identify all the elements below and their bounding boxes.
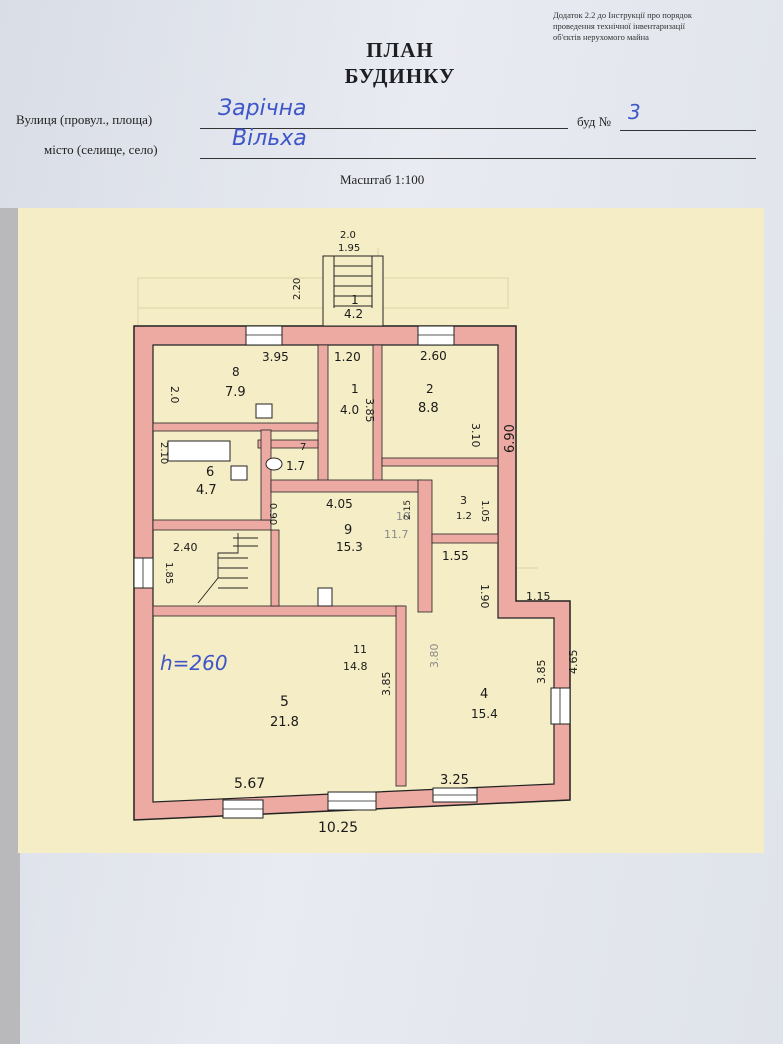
dimension-label: 2.60 bbox=[420, 349, 447, 363]
room-area: 1.2 bbox=[456, 511, 472, 522]
dimension-label: 2.0 bbox=[340, 230, 356, 241]
attachment-note: Додаток 2.2 до Інструкції про порядок пр… bbox=[553, 10, 763, 43]
floor-plan-sheet: 1 4.2 8 7.9 1 4.0 2 8.8 6 4.7 7 1.7 3 1.… bbox=[18, 208, 764, 853]
dimension-label: 2.0 bbox=[168, 386, 181, 404]
room-area: 7.9 bbox=[225, 385, 246, 400]
dimension-label: 1.95 bbox=[338, 243, 360, 254]
street-underline bbox=[200, 128, 568, 129]
room-area: 1.7 bbox=[286, 459, 305, 473]
room-area: 21.8 bbox=[270, 715, 299, 730]
room-number: 4 bbox=[480, 687, 488, 702]
walls bbox=[133, 325, 571, 821]
room-area: 15.4 bbox=[471, 707, 498, 721]
page-title-line1: ПЛАН bbox=[366, 38, 434, 62]
room-number: 9 bbox=[344, 523, 352, 538]
dimension-label: 6.90 bbox=[503, 424, 518, 453]
room-area: 8.8 bbox=[418, 401, 439, 416]
room-number: 6 bbox=[206, 465, 214, 480]
room-area: 4.0 bbox=[340, 403, 359, 417]
dimension-label: 3.95 bbox=[262, 350, 289, 364]
scale-label: Масштаб 1:100 bbox=[340, 172, 425, 187]
dimension-label: 2.10 bbox=[158, 442, 169, 464]
room-number: 7 bbox=[300, 442, 306, 453]
city-label: місто (селище, село) bbox=[44, 142, 158, 157]
dimension-label: 2.40 bbox=[173, 541, 198, 554]
room-area: 4.2 bbox=[344, 307, 363, 321]
dimension-label: 10.25 bbox=[318, 820, 358, 836]
dimension-labels: 2.0 1.95 2.20 3.95 1.20 2.60 2.0 3.85 3.… bbox=[158, 230, 580, 836]
dimension-label: 5.67 bbox=[234, 776, 265, 792]
room-area: 11.7 bbox=[384, 528, 409, 541]
dimension-label: 3.85 bbox=[363, 398, 376, 423]
city-value: Вільха bbox=[232, 126, 307, 151]
house-value: 3 bbox=[628, 100, 641, 124]
room-labels: 1 4.2 8 7.9 1 4.0 2 8.8 6 4.7 7 1.7 3 1.… bbox=[196, 293, 498, 730]
dimension-label: 3.85 bbox=[380, 672, 393, 697]
room-number: 3 bbox=[460, 494, 467, 507]
page-title-line2: БУДИНКУ bbox=[344, 64, 456, 88]
window-glazing-lines bbox=[142, 334, 561, 810]
page-fold-shadow bbox=[0, 208, 20, 1044]
dimension-label: 4.65 bbox=[567, 650, 580, 675]
internal-stairs bbox=[197, 533, 258, 604]
room-number: 10 bbox=[396, 510, 410, 523]
room-number: 5 bbox=[280, 694, 289, 710]
dimension-label: 3.10 bbox=[469, 423, 482, 448]
dimension-label: 3.85 bbox=[535, 660, 548, 685]
room-area: 15.3 bbox=[336, 540, 363, 554]
dimension-label: 1.90 bbox=[478, 584, 491, 609]
dimension-label: 3.25 bbox=[440, 773, 469, 788]
dimension-label: 3.80 bbox=[428, 644, 441, 669]
attachment-note-line: Додаток 2.2 до Інструкції про порядок bbox=[553, 10, 692, 20]
dimension-label: 1.15 bbox=[526, 590, 551, 603]
dimension-label: 1.05 bbox=[479, 500, 490, 522]
street-value: Зарічна bbox=[218, 96, 307, 121]
ceiling-height-note: h=260 bbox=[160, 651, 228, 675]
room-area: 4.7 bbox=[196, 483, 217, 498]
dimension-label: 4.05 bbox=[326, 497, 353, 511]
room-number: 8 bbox=[232, 365, 240, 379]
dimension-label: 2.20 bbox=[292, 278, 303, 300]
room-number: 11 bbox=[353, 643, 367, 656]
dimension-label: 1.20 bbox=[334, 350, 361, 364]
room-number: 2 bbox=[426, 382, 434, 396]
house-underline bbox=[620, 130, 756, 131]
street-label: Вулиця (провул., площа) bbox=[16, 112, 153, 127]
dimension-label: 0.90 bbox=[267, 503, 278, 525]
fixtures bbox=[167, 403, 333, 607]
dimension-label: 2.15 bbox=[403, 500, 413, 520]
room-area: 14.8 bbox=[343, 660, 368, 673]
dimension-label: 1.85 bbox=[163, 562, 174, 584]
room-number: 1 bbox=[351, 382, 359, 396]
floor-plan-drawing: 1 4.2 8 7.9 1 4.0 2 8.8 6 4.7 7 1.7 3 1.… bbox=[133, 230, 580, 836]
attachment-note-line: об'єктів нерухомого майна bbox=[553, 32, 649, 42]
attachment-note-line: проведення технічної інвентаризації bbox=[553, 21, 685, 31]
room-number: 1 bbox=[351, 293, 359, 307]
entrance-stairs bbox=[322, 255, 384, 327]
city-underline bbox=[200, 158, 756, 159]
house-label: буд № bbox=[577, 114, 612, 129]
dimension-label: 1.55 bbox=[442, 549, 469, 563]
